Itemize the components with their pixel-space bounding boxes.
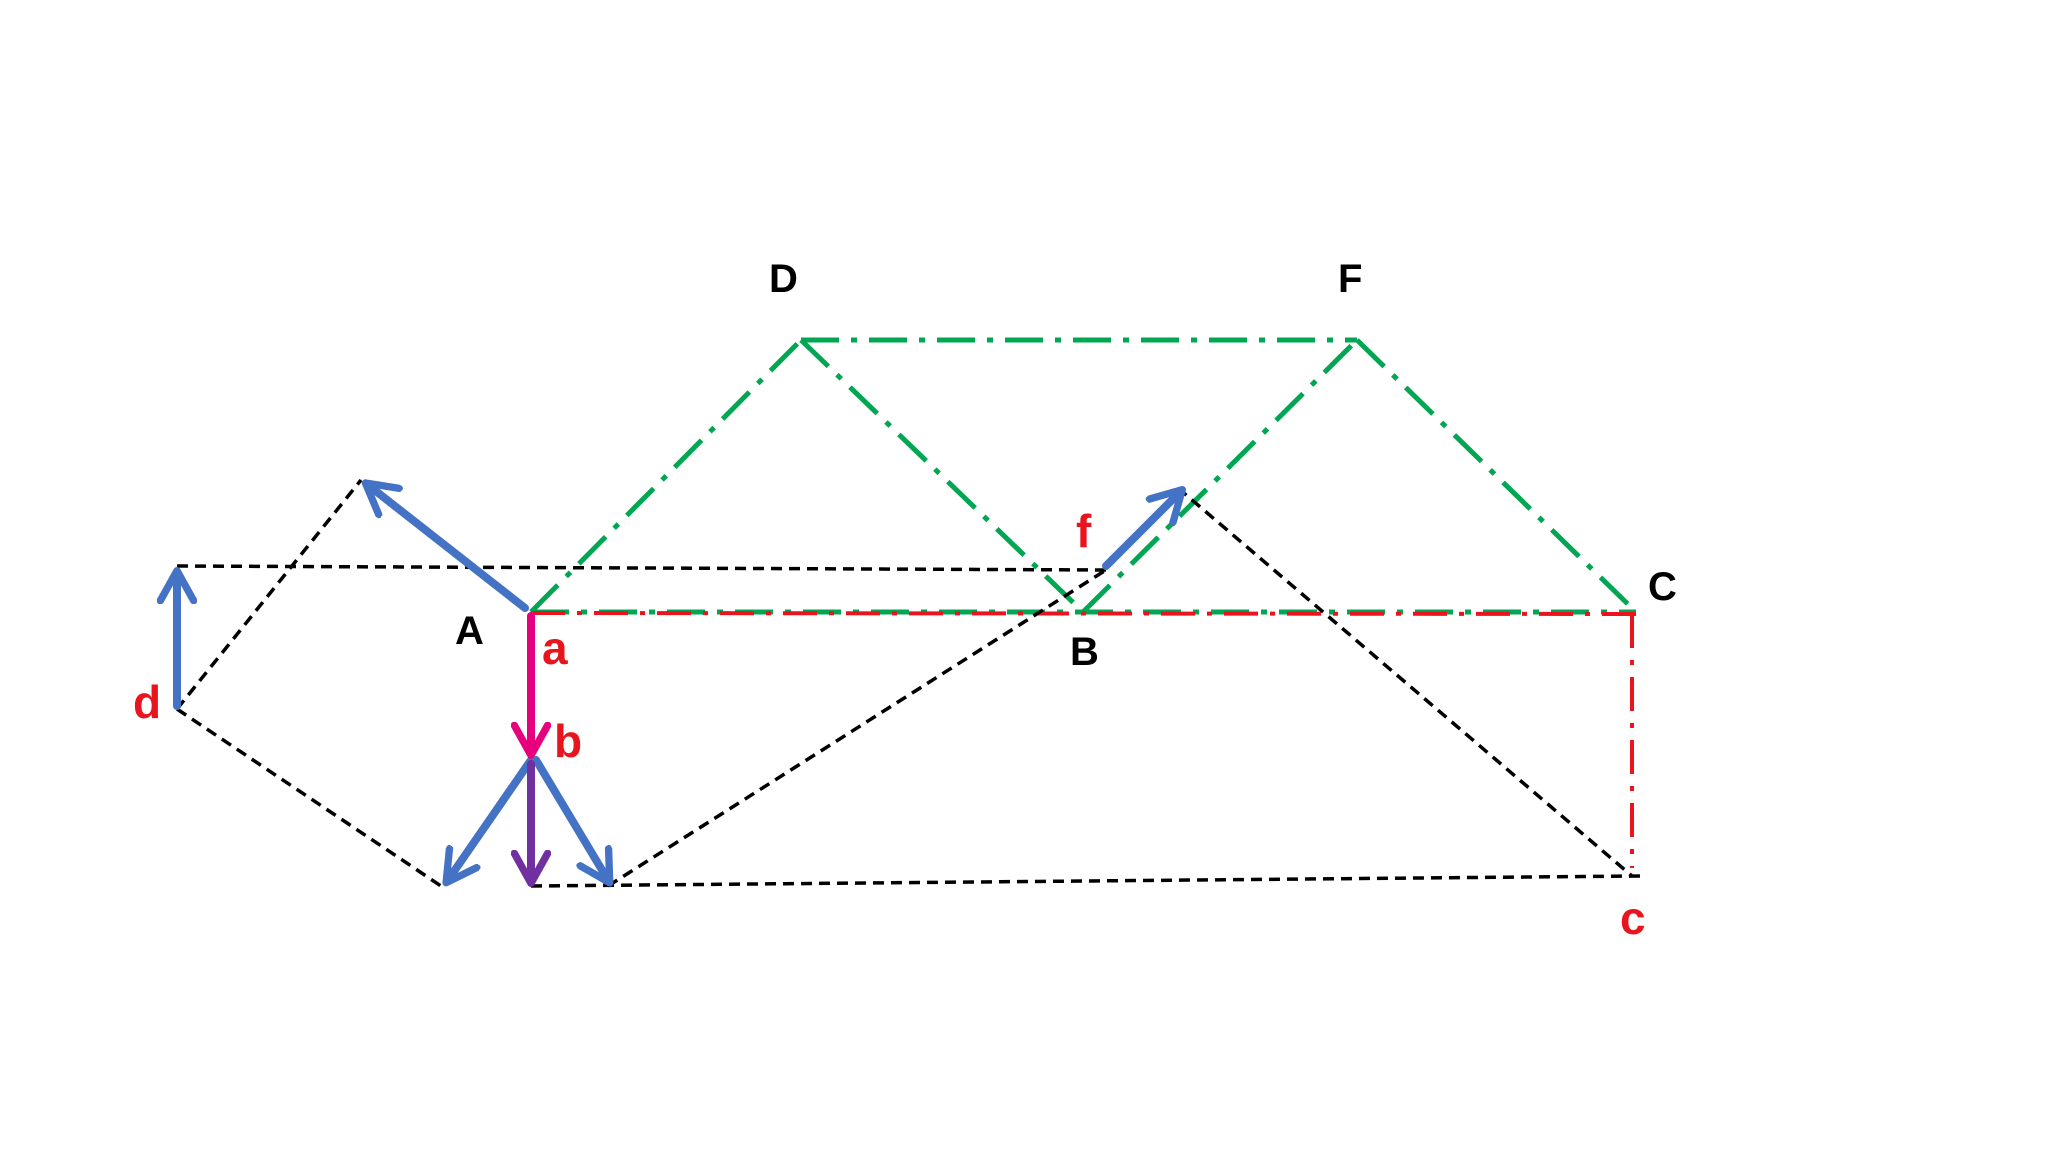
node-labels: D F A B C <box>455 257 1677 674</box>
polygon-line-top <box>176 564 1107 572</box>
truss-member-b-f <box>1081 338 1359 614</box>
vector-b-down-left <box>448 756 535 880</box>
node-label-a: A <box>455 609 484 653</box>
node-label-b: B <box>1070 630 1099 674</box>
truss-member-a-d <box>529 338 803 614</box>
truss-member-d-b <box>799 338 1085 614</box>
vector-f-up-right <box>1102 492 1180 570</box>
polygon-line-diagonal-up <box>607 568 1107 888</box>
truss-member-f-c <box>1355 338 1638 614</box>
vector-label-b: b <box>554 715 582 767</box>
polygon-line-diagonal-down <box>1176 486 1634 878</box>
force-polygon <box>175 478 1641 888</box>
reaction-lines <box>530 611 1637 868</box>
vector-label-a: a <box>542 622 568 674</box>
polygon-line-left-upper <box>175 478 363 711</box>
node-label-d: D <box>769 257 798 301</box>
vector-label-d: d <box>133 676 161 728</box>
force-vectors <box>177 485 1180 880</box>
polygon-line-bottom <box>530 874 1641 888</box>
vector-b-down-right <box>532 756 608 880</box>
vector-label-f: f <box>1076 505 1092 557</box>
reaction-line-horizontal <box>530 611 1637 616</box>
node-label-f: F <box>1338 257 1362 301</box>
node-label-c: C <box>1648 565 1677 609</box>
polygon-line-left-lower <box>176 707 442 888</box>
vector-labels: a b c d f <box>133 505 1646 944</box>
vector-a-up-left <box>368 485 529 612</box>
vector-label-c: c <box>1620 892 1646 944</box>
